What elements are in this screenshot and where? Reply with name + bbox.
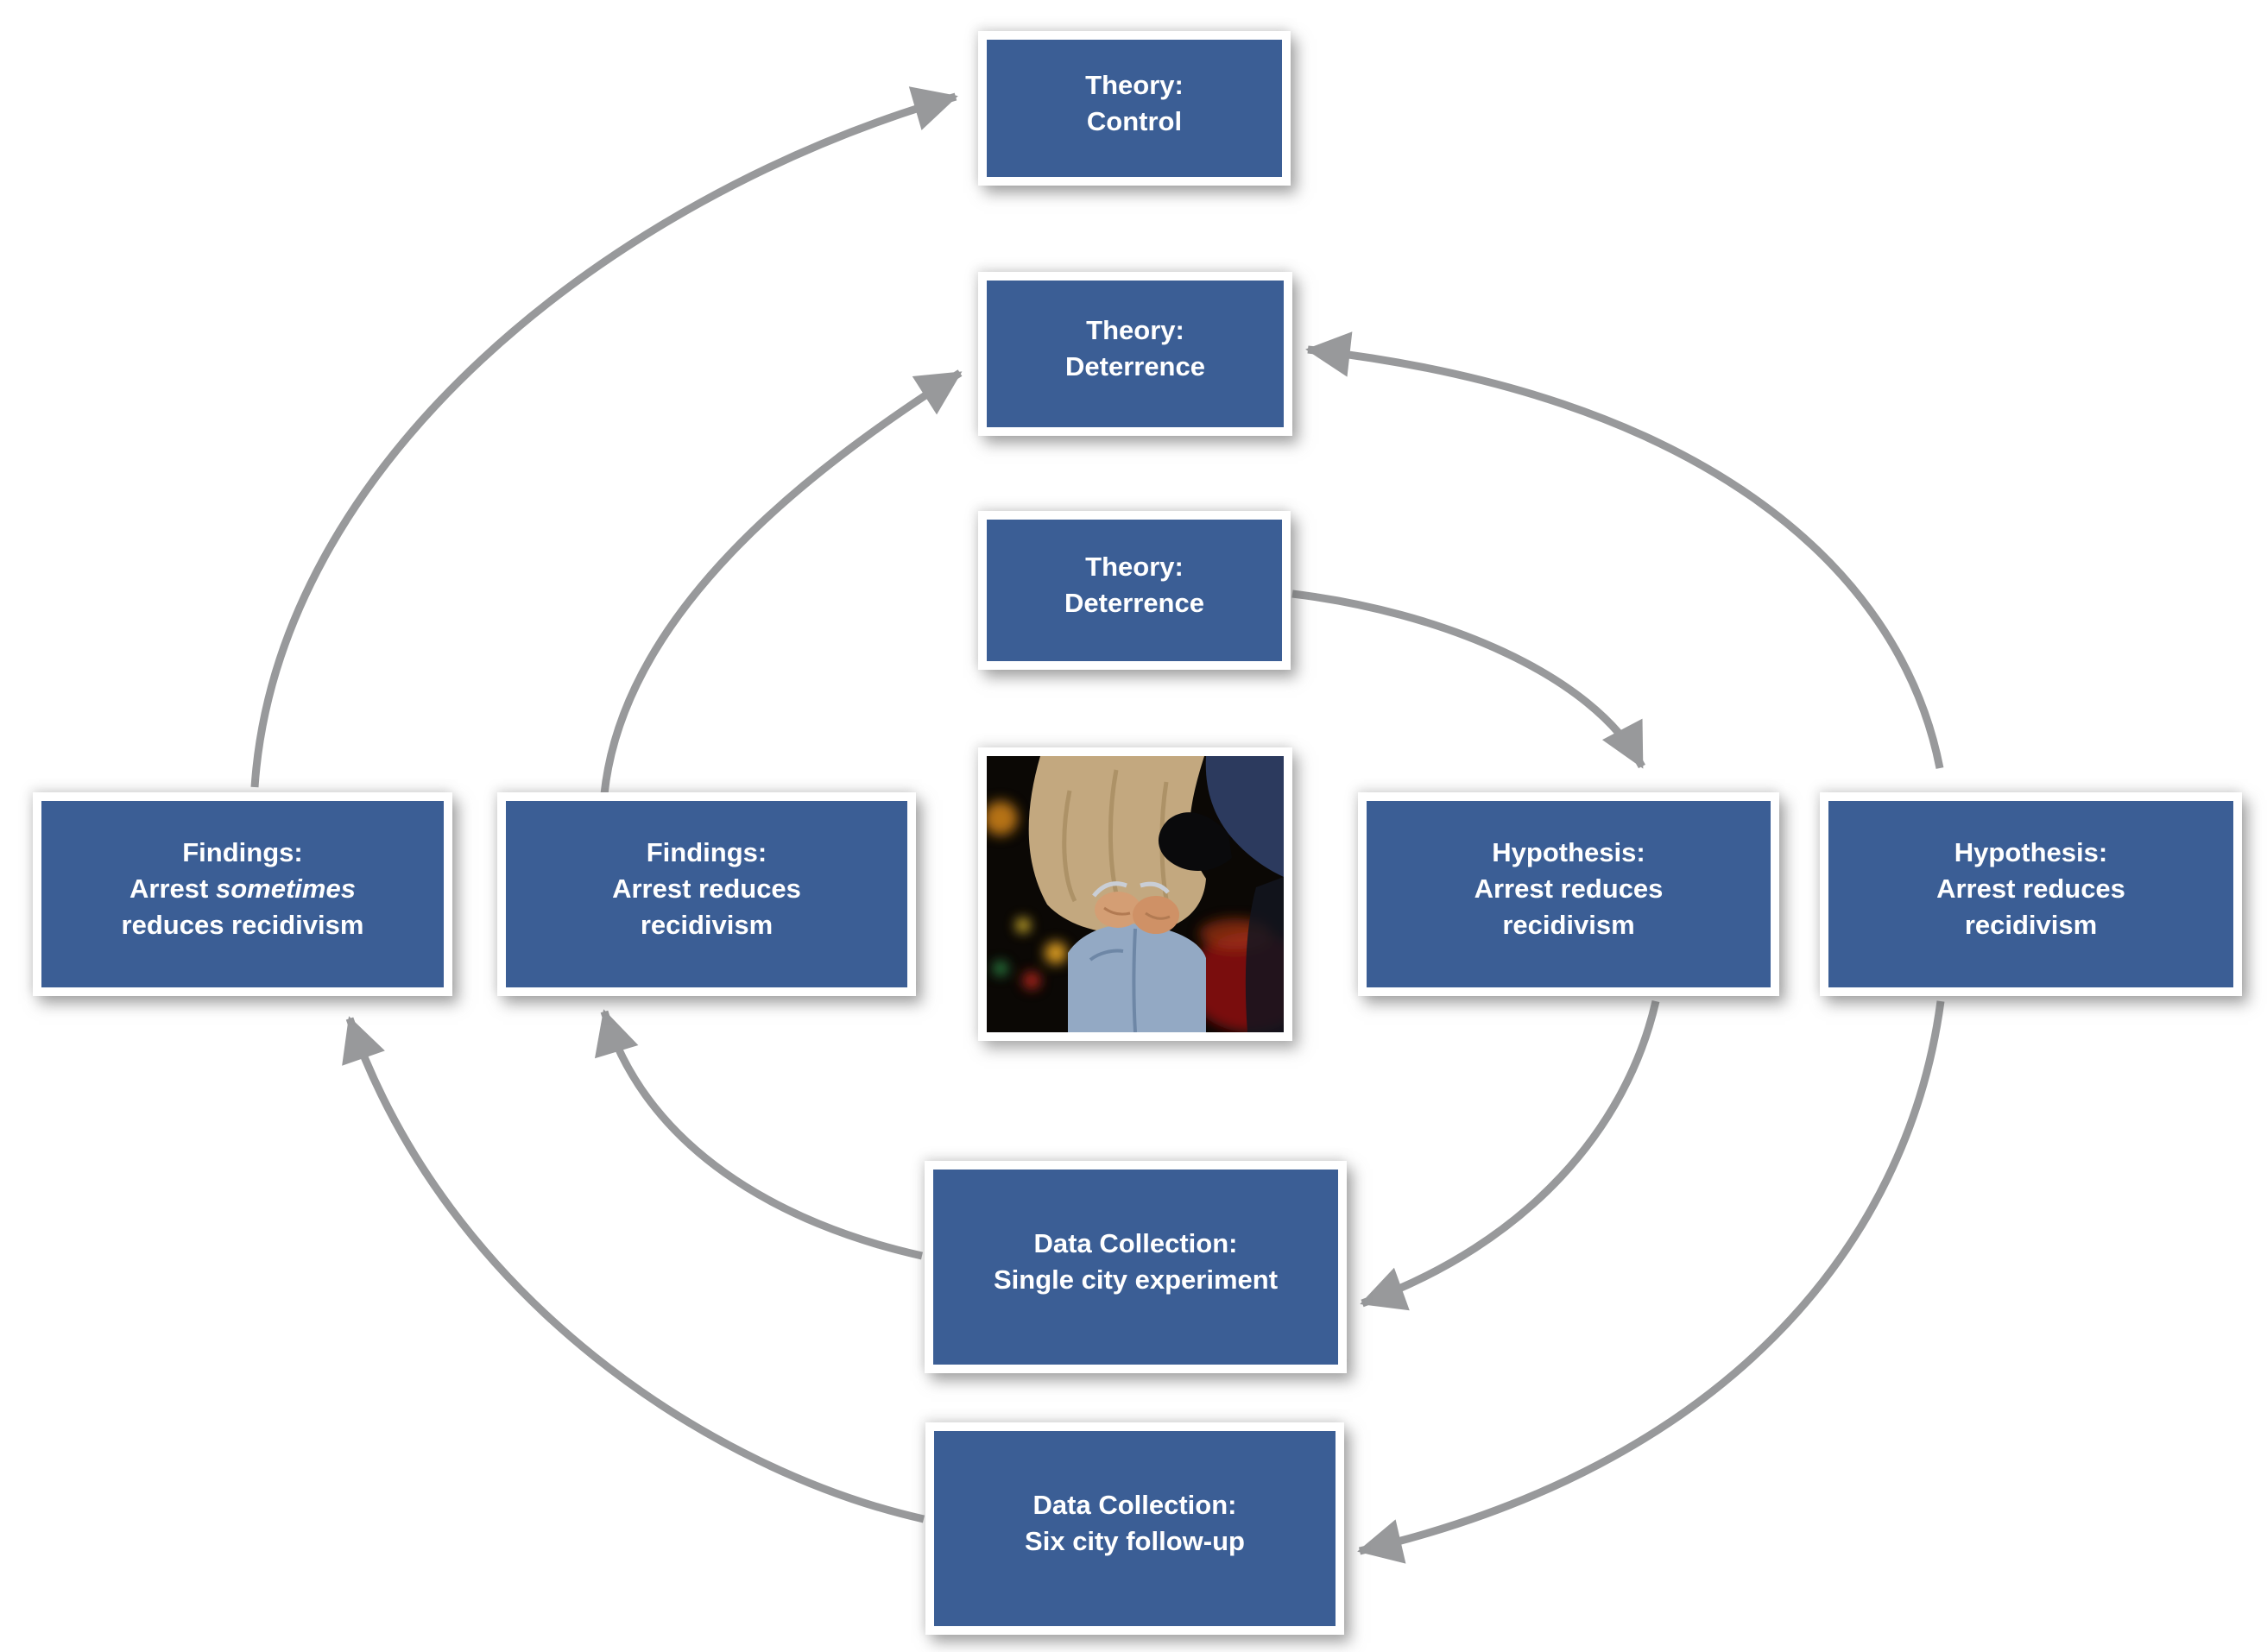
box-theory-control: Theory: Control [978, 31, 1291, 186]
photo-suspect-hand-left [1095, 892, 1141, 928]
box-line: recidivism [1964, 910, 2098, 940]
box-line: Data Collection: [1033, 1228, 1238, 1258]
arrow-hypothesis-outer-to-theory-deterrence-2 [1305, 331, 1944, 769]
italic-word: sometimes [215, 873, 356, 904]
arrow-hypothesis-outer-to-data-six-city [1357, 1000, 1945, 1564]
arrow-data-six-city-to-findings-outer [342, 1016, 925, 1523]
photo-jeans-seams [1089, 928, 1137, 1032]
box-line: Deterrence [1064, 588, 1204, 618]
arrow-theory-deterrence-1-to-hypothesis-inner [1291, 590, 1645, 769]
box-theory-deterrence-outer-cycle: Theory: Deterrence [978, 272, 1292, 436]
box-findings-inner-cycle: Findings: Arrest reduces recidivism [497, 792, 916, 996]
arrow-findings-outer-to-theory-control [250, 86, 958, 788]
box-data-collection-six-city: Data Collection: Six city follow-up [925, 1422, 1344, 1635]
box-line: Data Collection: [1032, 1490, 1237, 1520]
arrow-findings-inner-to-theory-deterrence-2 [600, 369, 963, 795]
photo-officer-body [1245, 877, 1284, 1032]
box-line: Single city experiment [993, 1264, 1279, 1295]
box-line: Arrest reduces [1936, 873, 2125, 904]
box-line: Control [1086, 105, 1183, 136]
box-line: Deterrence [1065, 351, 1205, 381]
photo-handcuffs [1092, 881, 1170, 898]
box-line: Arrest reduces [1474, 873, 1664, 904]
box-line: Findings: [182, 837, 303, 867]
arrow-hypothesis-inner-to-data-single-city [1360, 999, 1660, 1311]
photo-suspect-jeans [1068, 924, 1206, 1032]
arrow-data-single-city-to-findings-inner [595, 1009, 923, 1260]
box-line: Theory: [1085, 552, 1184, 582]
box-hypothesis-inner-cycle: Hypothesis: Arrest reduces recidivism [1358, 792, 1779, 996]
box-hypothesis-outer-cycle: Hypothesis: Arrest reduces recidivism [1820, 792, 2242, 996]
box-line: recidivism [1502, 910, 1635, 940]
box-line: Six city follow-up [1025, 1526, 1245, 1556]
box-line: Hypothesis: [1492, 837, 1645, 867]
box-line: Theory: [1085, 69, 1184, 100]
box-line: Arrest reduces [612, 873, 801, 904]
box-line: Theory: [1086, 315, 1184, 345]
photo-hand-detail [1103, 906, 1171, 920]
arrest-photo [978, 747, 1292, 1041]
photo-officer-glove [1158, 812, 1232, 872]
box-theory-deterrence-inner-cycle: Theory: Deterrence [978, 511, 1291, 670]
box-line: reduces recidivism [121, 910, 364, 940]
box-line: recidivism [640, 910, 774, 940]
photo-officer-sleeve [1205, 756, 1284, 877]
box-line: Findings: [646, 837, 767, 867]
box-data-collection-single-city: Data Collection: Single city experiment [925, 1161, 1347, 1373]
box-line: Hypothesis: [1954, 837, 2108, 867]
box-findings-outer-cycle: Findings: Arrest sometimes reduces recid… [33, 792, 452, 996]
photo-suspect-hand-right [1133, 896, 1179, 934]
box-line: Arrest sometimes [129, 873, 356, 904]
